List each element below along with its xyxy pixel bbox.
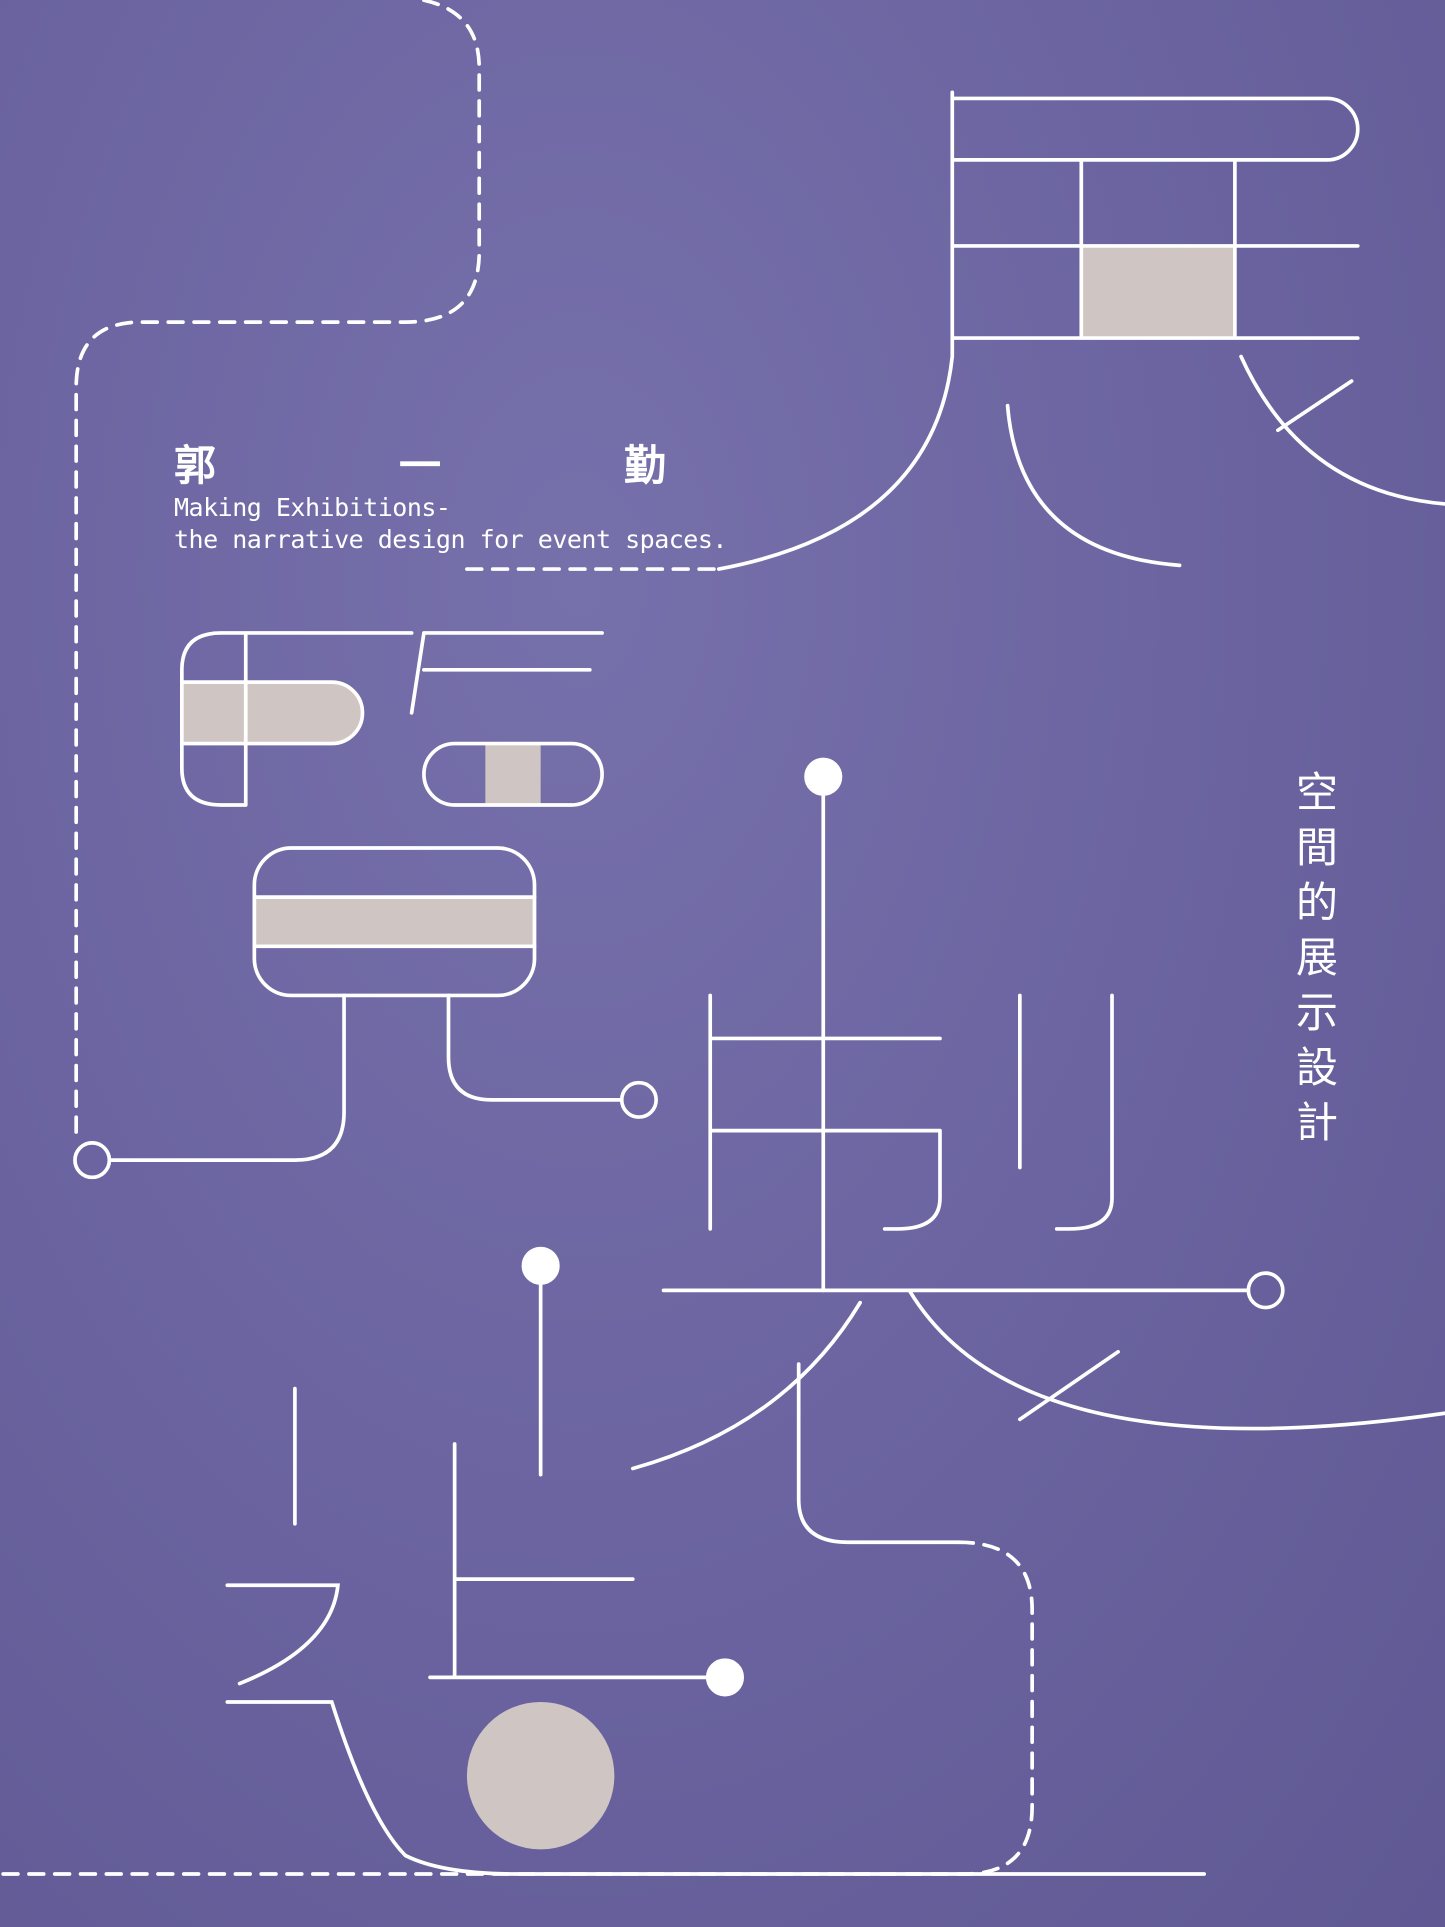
author-char: 一 <box>398 441 441 490</box>
subtitle-line: the narrative design for event spaces. <box>174 525 727 554</box>
subtitle-line: Making Exhibitions- <box>174 493 451 522</box>
glyph-zhi <box>630 757 1445 1545</box>
glyph-zhan <box>716 90 1445 571</box>
author-name: 郭 一 勤 <box>174 432 666 493</box>
glyph-zao <box>225 1246 1207 1876</box>
glyph-lan <box>73 631 658 1180</box>
author-char: 郭 <box>174 441 217 490</box>
author-char: 勤 <box>623 441 666 490</box>
dashed-path <box>0 0 1034 1876</box>
english-subtitle: Making Exhibitions- the narrative design… <box>174 492 727 556</box>
vertical-subtitle: 空間的展示設計 <box>1296 768 1339 1147</box>
